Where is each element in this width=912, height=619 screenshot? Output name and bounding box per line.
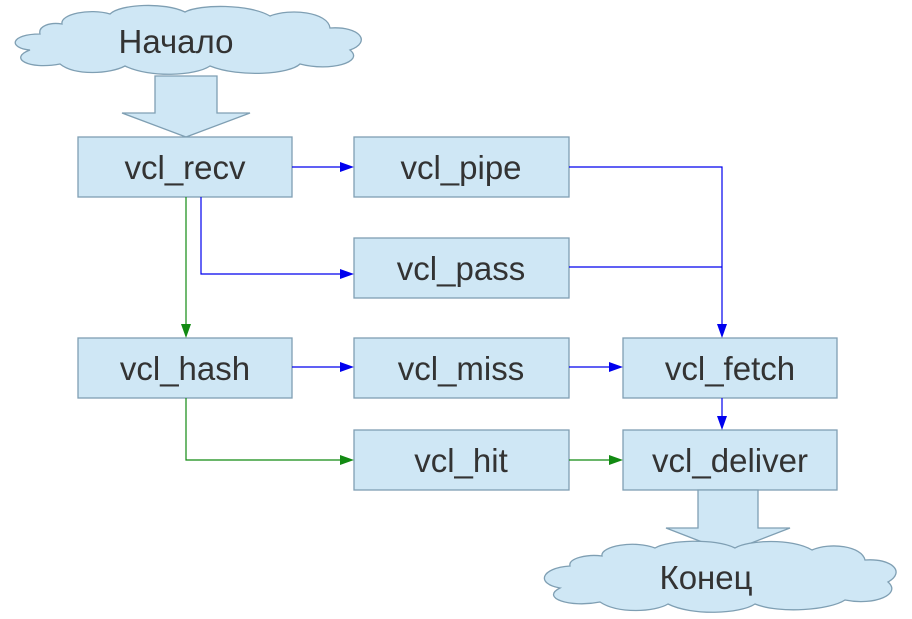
edge-recv-to-pipe [292, 162, 354, 172]
edge-hit-to-deliver-arrowhead [609, 455, 623, 465]
edge-fetch-to-deliver-arrowhead [717, 416, 727, 430]
node-vcl-pass: vcl_pass [353, 237, 570, 299]
node-vcl-deliver-box [622, 429, 838, 491]
edge-to-fetch-arrowhead [717, 324, 727, 338]
edge-miss-to-fetch [569, 362, 623, 372]
node-vcl-pipe: vcl_pipe [353, 136, 570, 198]
node-vcl-miss: vcl_miss [353, 337, 570, 399]
node-vcl-fetch-box [622, 337, 838, 399]
edge-hash-to-hit [185, 398, 354, 465]
edge-pipe-pass-to-fetch [569, 166, 727, 338]
node-vcl-pass-box [353, 237, 570, 299]
start-label: Начало [119, 23, 234, 60]
edge-fetch-to-deliver [717, 398, 727, 430]
node-vcl-miss-box [353, 337, 570, 399]
start-cloud: Начало [14, 4, 362, 75]
edge-recv-to-hash [181, 197, 191, 338]
start-big-arrow [121, 75, 251, 138]
edge-hash-to-miss-arrowhead [340, 362, 354, 372]
edge-recv-to-pipe-arrowhead [340, 162, 354, 172]
node-vcl-miss-label: vcl_miss [398, 350, 525, 387]
node-vcl-pipe-label: vcl_pipe [400, 149, 521, 186]
edge-recv-to-pass-line [200, 197, 340, 275]
node-vcl-pass-label: vcl_pass [397, 250, 525, 287]
end-big-arrow [665, 489, 791, 553]
node-vcl-recv-box [77, 136, 293, 198]
edge-recv-to-pass-arrowhead [340, 269, 354, 279]
edge-hit-to-deliver [569, 455, 623, 465]
end-label: Конец [659, 559, 752, 596]
node-vcl-recv-label: vcl_recv [124, 149, 246, 186]
edge-miss-to-fetch-arrowhead [609, 362, 623, 372]
node-vcl-hash-box [77, 337, 293, 399]
node-vcl-hit-label: vcl_hit [414, 442, 508, 479]
edge-recv-to-pass [200, 197, 354, 279]
edge-hash-to-hit-arrowhead [340, 455, 354, 465]
edge-recv-to-hash-arrowhead [181, 324, 191, 338]
node-vcl-hash-label: vcl_hash [120, 350, 250, 387]
end-cloud: Конец [543, 540, 897, 613]
node-vcl-hash: vcl_hash [77, 337, 293, 399]
start-cloud-shape [14, 4, 362, 75]
edge-pipe-to-fetch-line [569, 166, 723, 324]
node-vcl-deliver: vcl_deliver [622, 429, 838, 491]
edge-hash-to-miss [292, 362, 354, 372]
end-cloud-shape [543, 540, 897, 613]
node-vcl-recv: vcl_recv [77, 136, 293, 198]
node-vcl-deliver-label: vcl_deliver [652, 442, 808, 479]
node-vcl-hit: vcl_hit [353, 429, 570, 491]
node-vcl-fetch-label: vcl_fetch [665, 350, 795, 387]
node-vcl-fetch: vcl_fetch [622, 337, 838, 399]
node-vcl-hit-box [353, 429, 570, 491]
edge-hash-to-hit-line [185, 398, 340, 461]
